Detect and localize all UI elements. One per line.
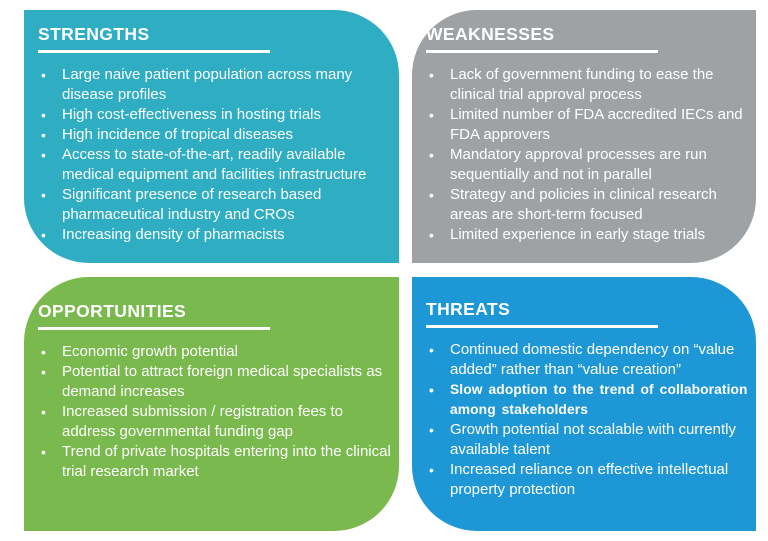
list-item: Lack of government funding to ease the c…	[426, 65, 750, 105]
list-item: Trend of private hospitals entering into…	[38, 442, 391, 482]
list-item: Limited number of FDA accredited IECs an…	[426, 105, 750, 145]
list-item: Continued domestic dependency on “value …	[426, 340, 750, 380]
opportunities-panel: OPPORTUNITIES Economic growth potential …	[24, 277, 399, 531]
list-item: Significant presence of research based p…	[38, 185, 391, 225]
weaknesses-panel: WEAKNESSES Lack of government funding to…	[412, 10, 756, 263]
list-item: Potential to attract foreign medical spe…	[38, 362, 391, 402]
title-underline	[426, 50, 658, 53]
title-underline	[38, 50, 270, 53]
threats-panel: THREATS Continued domestic dependency on…	[412, 277, 756, 531]
list-item: Increased submission / registration fees…	[38, 402, 391, 442]
list-item-emphasized: Slow adoption to the trend of collaborat…	[426, 380, 750, 420]
list-item: Access to state-of-the-art, readily avai…	[38, 145, 391, 185]
strengths-title: STRENGTHS	[38, 24, 150, 44]
opportunities-list: Economic growth potential Potential to a…	[38, 342, 391, 482]
list-item: Limited experience in early stage trials	[426, 225, 750, 245]
strengths-list: Large naive patient population across ma…	[38, 65, 391, 245]
title-underline	[426, 325, 658, 328]
weaknesses-list: Lack of government funding to ease the c…	[426, 65, 750, 245]
list-item: Strategy and policies in clinical resear…	[426, 185, 750, 225]
list-item: Mandatory approval processes are run seq…	[426, 145, 750, 185]
title-underline	[38, 327, 270, 330]
weaknesses-title: WEAKNESSES	[426, 24, 555, 44]
threats-title: THREATS	[426, 299, 511, 319]
list-item: Large naive patient population across ma…	[38, 65, 391, 105]
opportunities-title: OPPORTUNITIES	[38, 301, 187, 321]
list-item: Growth potential not scalable with curre…	[426, 420, 750, 460]
list-item: High cost-effectiveness in hosting trial…	[38, 105, 391, 125]
strengths-panel: STRENGTHS Large naive patient population…	[24, 10, 399, 263]
threats-list: Continued domestic dependency on “value …	[426, 340, 750, 500]
list-item: Increasing density of pharmacists	[38, 225, 391, 245]
list-item: Increased reliance on effective intellec…	[426, 460, 750, 500]
list-item: High incidence of tropical diseases	[38, 125, 391, 145]
list-item: Economic growth potential	[38, 342, 391, 362]
